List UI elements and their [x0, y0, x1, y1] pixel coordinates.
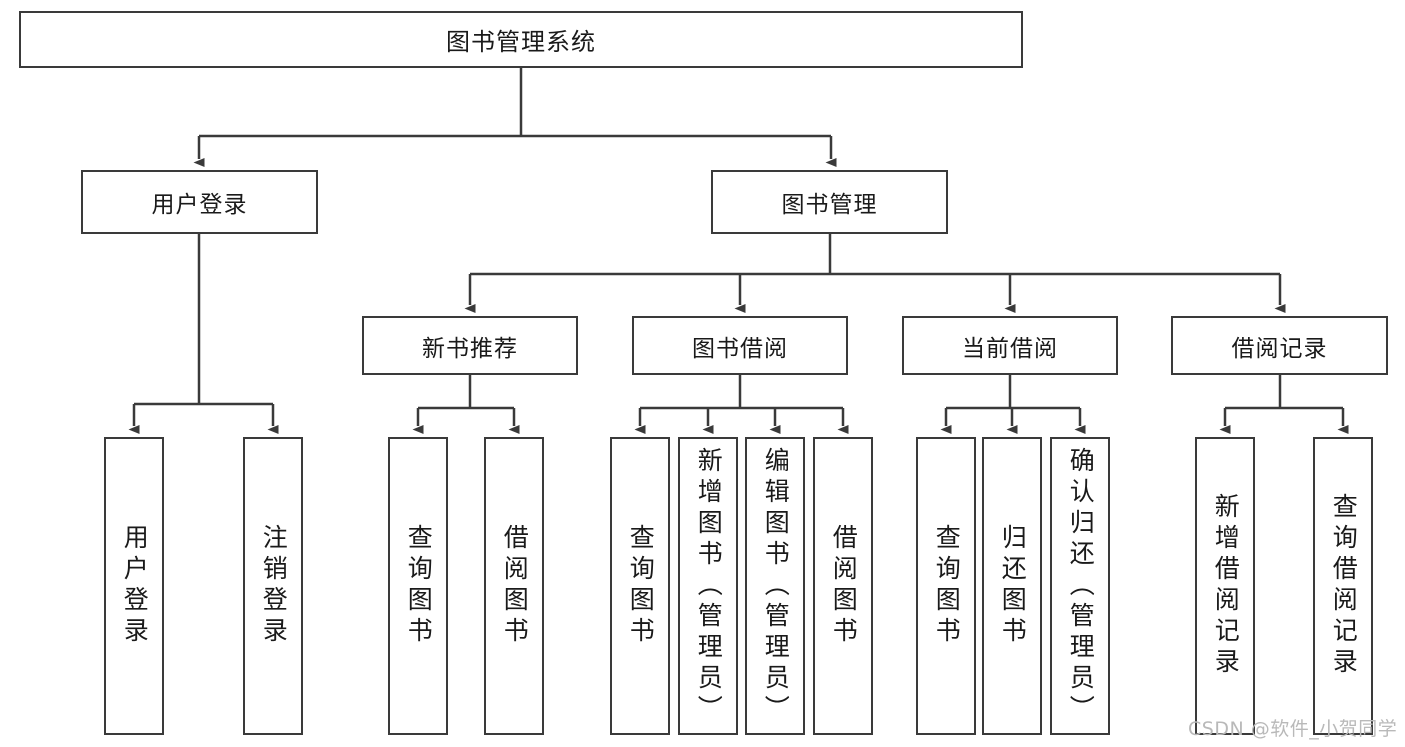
node-leaf-return-book[interactable]: 归还图书	[982, 437, 1042, 735]
node-root-label: 图书管理系统	[446, 28, 596, 56]
node-leaf-edit-book-label: 编辑图书（管理员）	[761, 447, 791, 726]
node-root[interactable]: 图书管理系统	[19, 11, 1023, 68]
node-leaf-logout-label: 注销登录	[259, 524, 289, 648]
node-borrow-record[interactable]: 借阅记录	[1171, 316, 1388, 375]
node-leaf-query-record-label: 查询借阅记录	[1329, 493, 1359, 679]
node-user-login[interactable]: 用户登录	[81, 170, 318, 234]
node-leaf-logout[interactable]: 注销登录	[243, 437, 303, 735]
node-book-borrow[interactable]: 图书借阅	[632, 316, 848, 375]
node-borrow-record-label: 借阅记录	[1231, 335, 1328, 362]
node-leaf-query-record[interactable]: 查询借阅记录	[1313, 437, 1373, 735]
node-leaf-confirm-return-label: 确认归还（管理员）	[1066, 447, 1096, 726]
node-leaf-query-book-3-label: 查询图书	[932, 524, 962, 648]
node-new-book-recommend[interactable]: 新书推荐	[362, 316, 578, 375]
node-leaf-query-book-2-label: 查询图书	[626, 524, 656, 648]
node-current-borrow-label: 当前借阅	[962, 335, 1058, 362]
node-book-manage[interactable]: 图书管理	[711, 170, 948, 234]
watermark: CSDN @软件_小贺同学	[1188, 718, 1398, 740]
node-leaf-add-record-label: 新增借阅记录	[1211, 493, 1241, 679]
node-new-book-recommend-label: 新书推荐	[422, 335, 518, 362]
node-current-borrow[interactable]: 当前借阅	[902, 316, 1118, 375]
node-book-borrow-label: 图书借阅	[692, 335, 788, 362]
node-leaf-borrow-book-2[interactable]: 借阅图书	[813, 437, 873, 735]
node-leaf-user-login-label: 用户登录	[120, 524, 150, 648]
node-leaf-edit-book[interactable]: 编辑图书（管理员）	[745, 437, 805, 735]
node-leaf-add-book-label: 新增图书（管理员）	[694, 447, 724, 726]
node-book-manage-label: 图书管理	[781, 192, 878, 218]
node-leaf-borrow-book-1[interactable]: 借阅图书	[484, 437, 544, 735]
node-leaf-add-book[interactable]: 新增图书（管理员）	[678, 437, 738, 735]
node-leaf-borrow-book-2-label: 借阅图书	[829, 524, 859, 648]
node-leaf-user-login[interactable]: 用户登录	[104, 437, 164, 735]
node-leaf-return-book-label: 归还图书	[998, 524, 1028, 648]
node-leaf-confirm-return[interactable]: 确认归还（管理员）	[1050, 437, 1110, 735]
node-leaf-borrow-book-1-label: 借阅图书	[500, 524, 530, 648]
node-user-login-label: 用户登录	[151, 192, 248, 218]
node-leaf-add-record[interactable]: 新增借阅记录	[1195, 437, 1255, 735]
node-leaf-query-book-1[interactable]: 查询图书	[388, 437, 448, 735]
node-leaf-query-book-2[interactable]: 查询图书	[610, 437, 670, 735]
node-leaf-query-book-1-label: 查询图书	[404, 524, 434, 648]
node-leaf-query-book-3[interactable]: 查询图书	[916, 437, 976, 735]
